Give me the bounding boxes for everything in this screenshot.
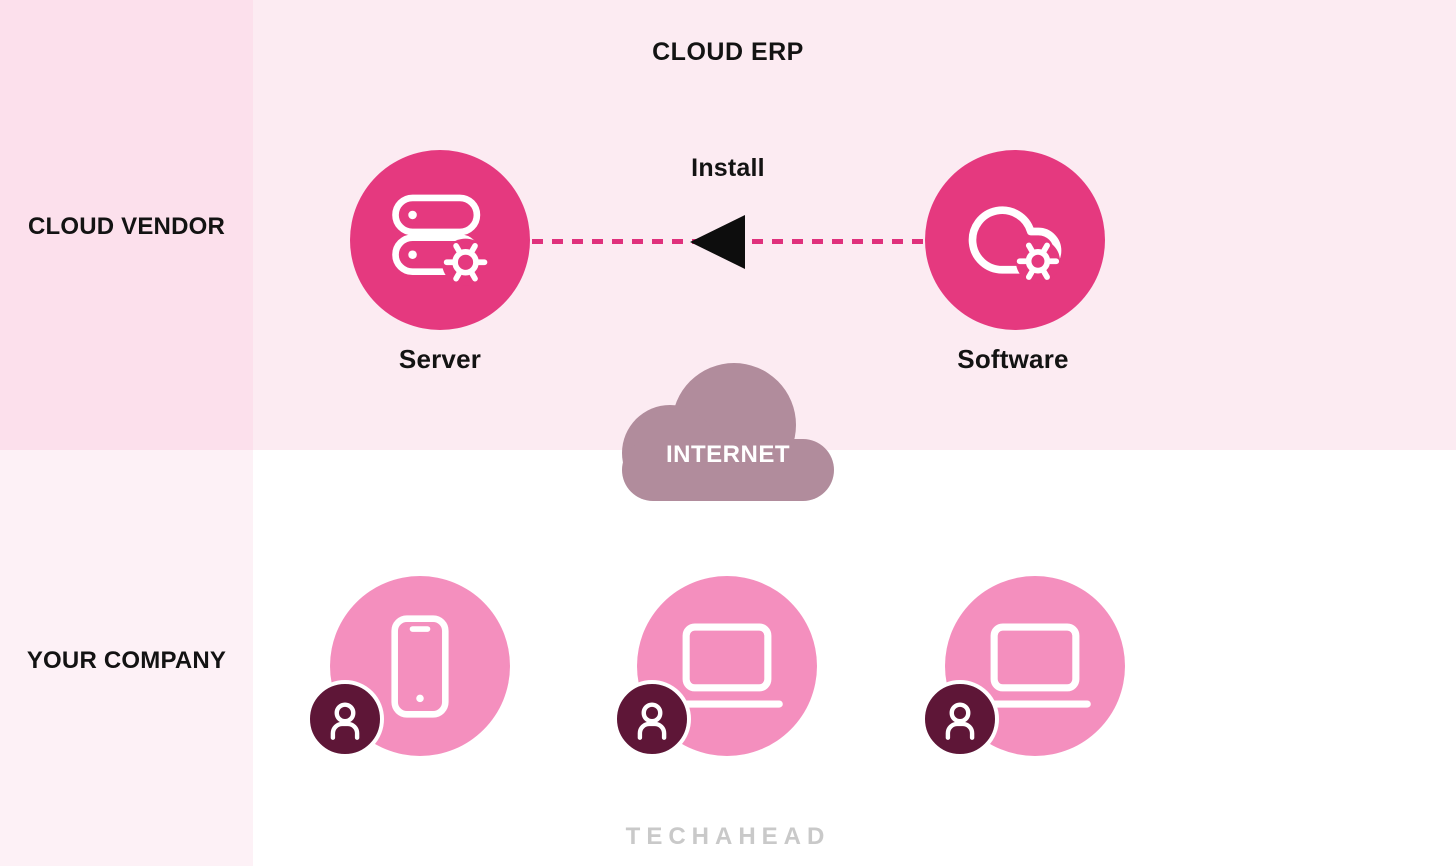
laptop-icon xyxy=(978,622,1092,710)
row-label-your-company: YOUR COMPANY xyxy=(26,647,227,674)
page-title: CLOUD ERP xyxy=(652,38,804,66)
arrowhead-left-icon xyxy=(690,215,745,269)
laptop-icon xyxy=(670,622,784,710)
server-gear-icon xyxy=(387,193,493,288)
cloud-shape-icon xyxy=(622,363,834,501)
internet-label: INTERNET xyxy=(666,441,790,468)
software-node xyxy=(925,150,1105,330)
user-icon xyxy=(630,697,674,741)
install-label: Install xyxy=(691,154,765,182)
user-badge xyxy=(306,680,384,758)
company-device-laptop-2 xyxy=(921,576,1125,758)
user-badge xyxy=(613,680,691,758)
internet-cloud: INTERNET xyxy=(622,363,834,501)
smartphone-icon xyxy=(390,614,450,719)
software-label: Software xyxy=(957,344,1069,374)
cloud-gear-icon xyxy=(964,189,1066,291)
user-icon xyxy=(323,697,367,741)
user-badge xyxy=(921,680,999,758)
server-node xyxy=(350,150,530,330)
user-icon xyxy=(938,697,982,741)
company-device-laptop-1 xyxy=(613,576,817,758)
techahead-watermark: TECHAHEAD xyxy=(625,823,831,850)
company-device-phone xyxy=(306,576,510,758)
cloud-vendor-row-strip xyxy=(0,0,253,450)
your-company-row-strip xyxy=(0,450,253,866)
server-label: Server xyxy=(398,344,482,374)
row-label-cloud-vendor: CLOUD VENDOR xyxy=(27,213,226,240)
